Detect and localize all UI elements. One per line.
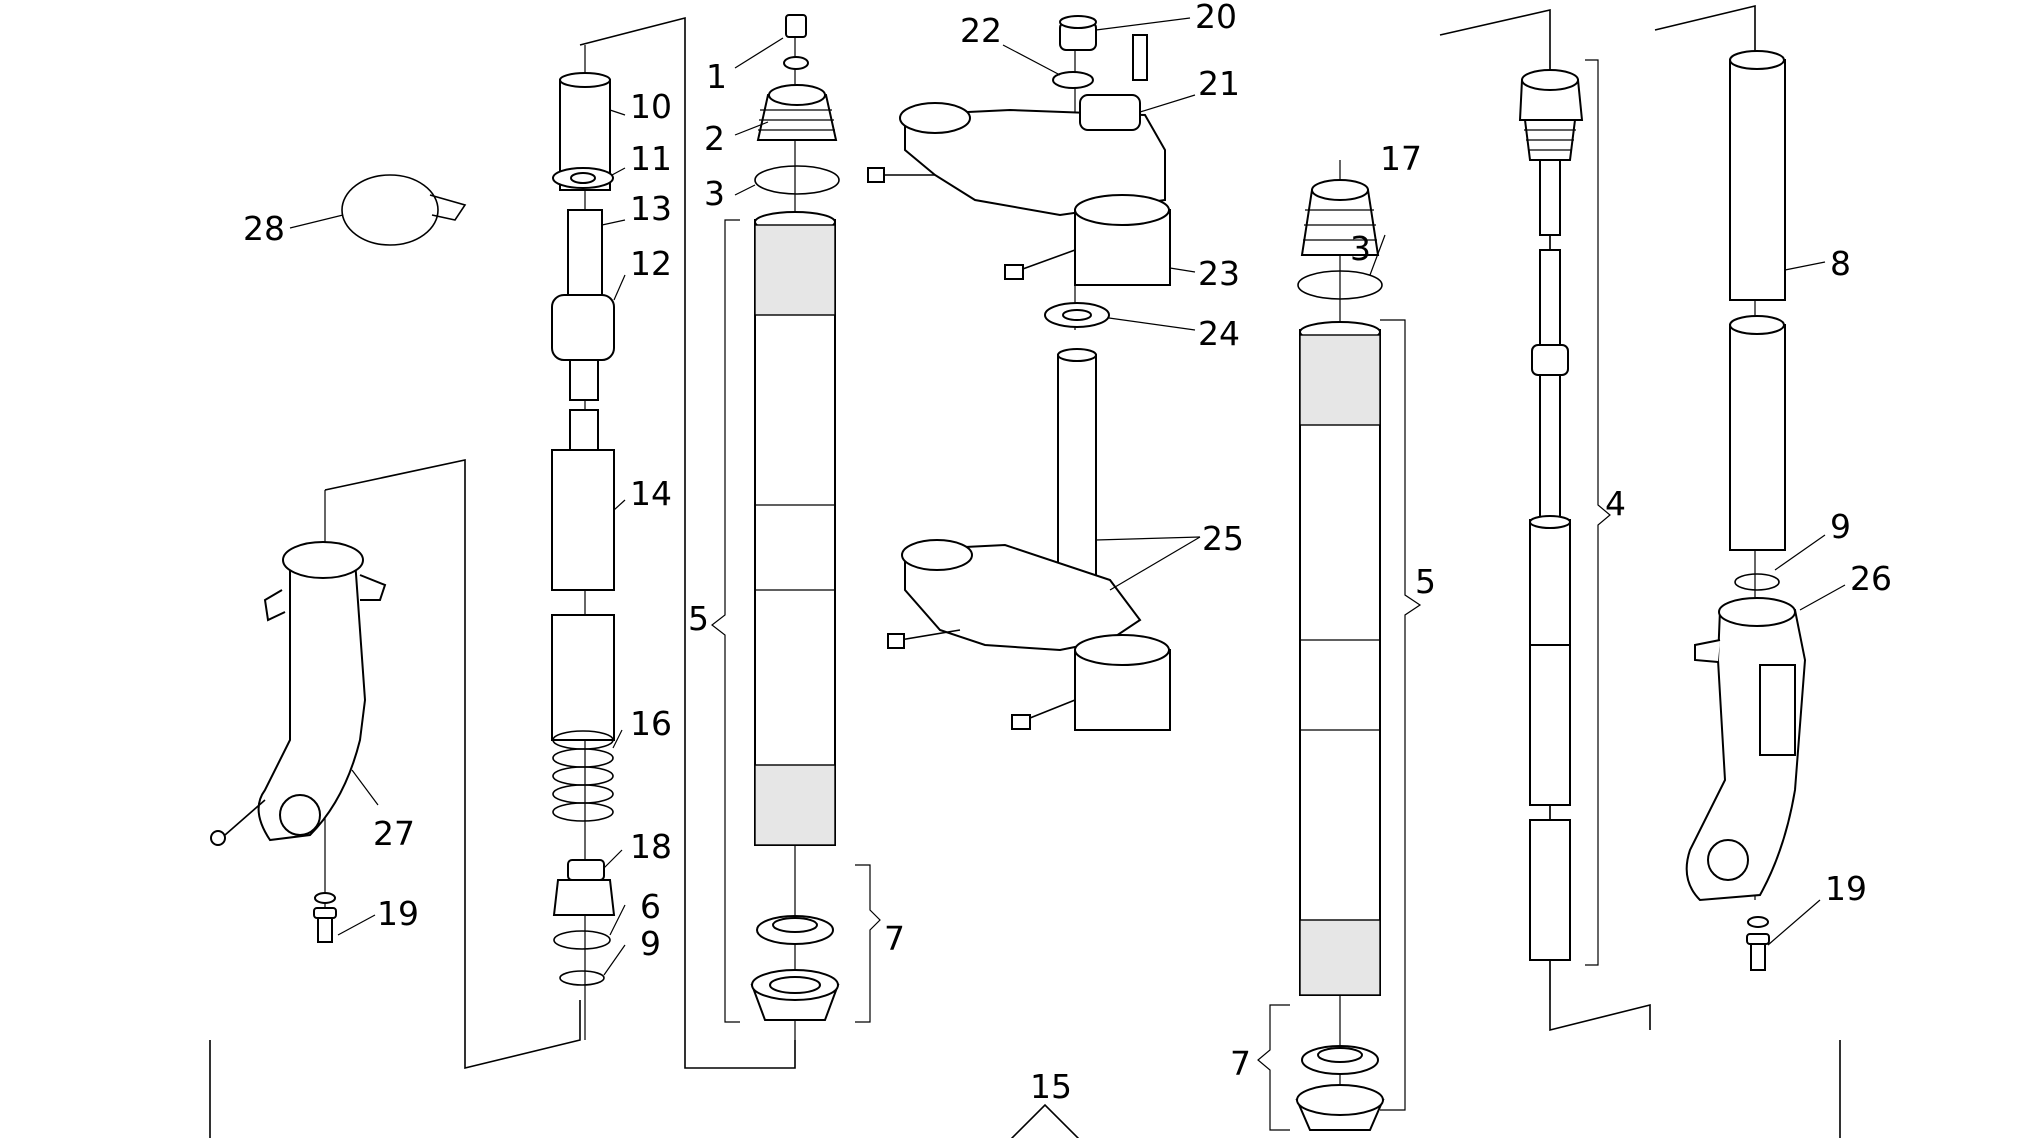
- bracket-5-right: [1380, 319, 1422, 1111]
- callout-24: 24: [1198, 314, 1240, 353]
- callout-6: 6: [640, 887, 661, 926]
- callout-9-right: 9: [1830, 507, 1851, 546]
- callout-13: 13: [630, 189, 672, 228]
- callout-25: 25: [1202, 519, 1244, 558]
- clip-28: [341, 174, 467, 246]
- callout-20: 20: [1195, 0, 1237, 36]
- callout-22: 22: [960, 11, 1002, 50]
- callout-12: 12: [630, 244, 672, 283]
- assembly-brackets: [209, 4, 1841, 1138]
- callout-19-left: 19: [377, 894, 419, 933]
- callout-2: 2: [704, 119, 725, 158]
- left-cartridge-parts: [551, 72, 616, 986]
- callout-15: 15: [1030, 1067, 1072, 1106]
- slider-27: [210, 541, 387, 943]
- part-6: [553, 930, 611, 950]
- callout-19-right: 19: [1825, 869, 1867, 908]
- part-3-right: [1297, 270, 1383, 300]
- frame-right-slider: [1654, 4, 1756, 60]
- part-21: [1079, 94, 1141, 131]
- callout-5-right: 5: [1415, 562, 1436, 601]
- callout-11: 11: [630, 139, 672, 178]
- brace-15: [209, 1040, 1841, 1138]
- callout-14: 14: [630, 474, 672, 513]
- frame-left-cartridge: [579, 16, 796, 1069]
- triple-clamps: [867, 15, 1171, 731]
- cartridge-4: [1518, 69, 1584, 961]
- part-14: [551, 449, 615, 591]
- part-8: [1729, 59, 1786, 301]
- part-19-washer-right: [1747, 916, 1769, 928]
- bracket-4: [1585, 59, 1611, 966]
- callout-4: 4: [1605, 484, 1626, 523]
- part-9-right: [1734, 573, 1780, 591]
- callout-8: 8: [1830, 244, 1851, 283]
- part-5-right-tube: [1299, 329, 1381, 996]
- frame-left-slider: [324, 459, 581, 1070]
- callout-16: 16: [630, 704, 672, 743]
- part-19-washer-left: [314, 892, 336, 904]
- leader-lines: [289, 17, 1846, 976]
- callout-26: 26: [1850, 559, 1892, 598]
- part-22: [1052, 71, 1094, 89]
- part-3-left: [754, 165, 840, 195]
- part-12: [551, 294, 615, 361]
- bracket-7-right: [1257, 1004, 1290, 1131]
- part-25-stem: [1057, 354, 1097, 586]
- callout-10: 10: [630, 87, 672, 126]
- bracket-7-left: [855, 864, 881, 1023]
- part-1: [785, 14, 807, 38]
- left-fork-tube: [750, 14, 840, 1021]
- callout-1: 1: [706, 57, 727, 96]
- part-21-bolt: [1132, 34, 1148, 81]
- callout-7-left: 7: [884, 919, 905, 958]
- callout-18: 18: [630, 827, 672, 866]
- spring-16: [552, 730, 614, 822]
- part-13: [567, 209, 603, 306]
- part-18: [567, 859, 605, 881]
- callout-3-left: 3: [704, 174, 725, 213]
- bracket-5-left: [711, 219, 740, 1023]
- callout-21: 21: [1198, 64, 1240, 103]
- callout-28: 28: [243, 209, 285, 248]
- callout-labels: 1 2 3 3 4 5 5 6 7 7 8 9 9 10 11 12 13 14…: [243, 0, 1892, 1106]
- callout-3-right: 3: [1350, 229, 1371, 268]
- right-fork-tube: [1295, 179, 1385, 1131]
- callout-9-left: 9: [640, 924, 661, 963]
- callout-27: 27: [373, 814, 415, 853]
- callout-7-right: 7: [1230, 1044, 1251, 1083]
- callout-5-left: 5: [688, 599, 709, 638]
- frame-right-cartridge: [1439, 8, 1651, 1032]
- callout-17: 17: [1380, 139, 1422, 178]
- part-5-left-tube: [754, 219, 836, 846]
- callout-23: 23: [1198, 254, 1240, 293]
- right-slider: [1685, 50, 1807, 971]
- part-9-left: [559, 970, 605, 986]
